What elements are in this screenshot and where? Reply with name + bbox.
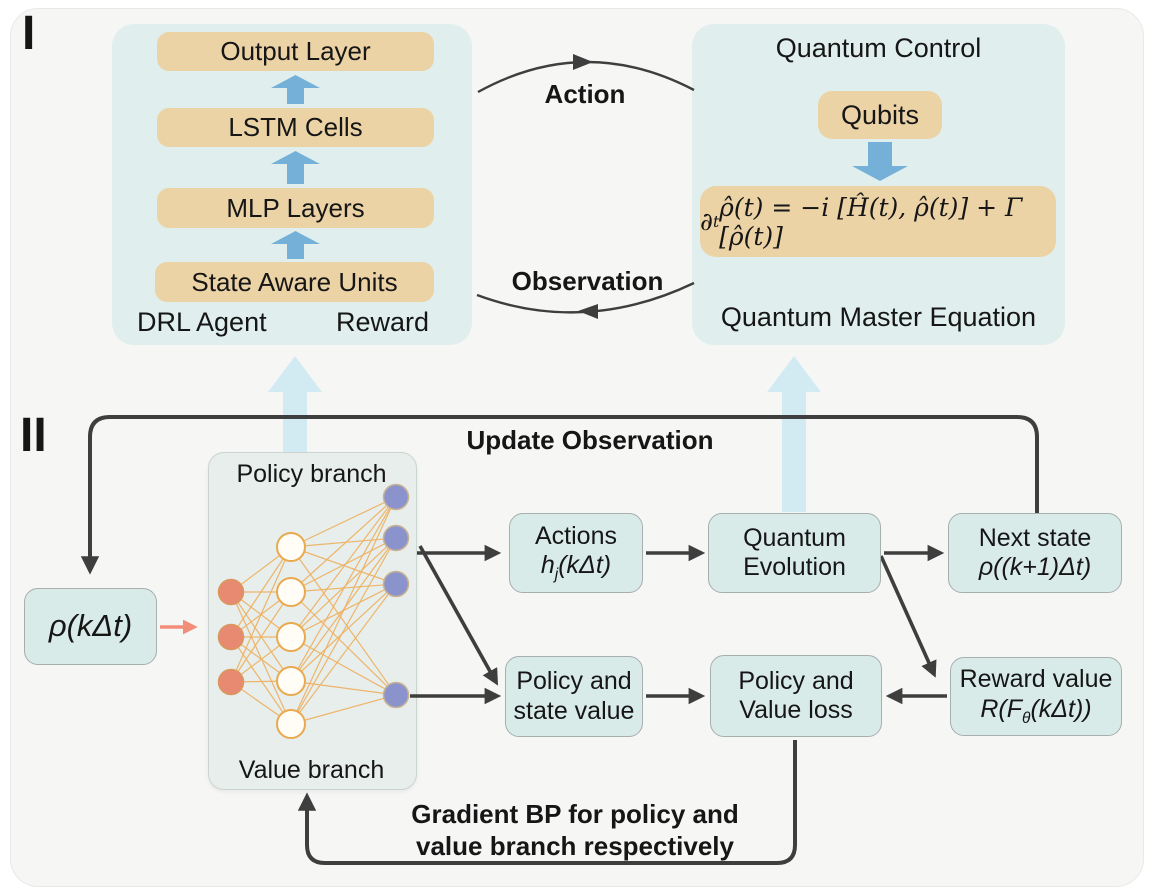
nn-edge [230,591,292,725]
observation-arrowhead [578,304,598,319]
quantum-master-equation-caption: Quantum Master Equation [720,302,1037,332]
panel-1-numeral: I [22,7,36,60]
nn-edge [230,636,292,725]
nn-edge [290,537,397,638]
nn-edge [290,680,397,696]
nn-edge [290,636,397,696]
nn-edge [290,496,397,638]
quantum-control-panel [692,24,1065,345]
policy-branch-label: Policy branch [236,460,387,488]
quantum-evolution-box: Quantum Evolution [708,513,881,593]
update-observation-label: Update Observation [466,425,714,455]
qubits-box: Qubits [818,91,942,139]
nn-hidden-node [276,666,306,696]
reward-caption: Reward [336,307,430,337]
nn-hidden-node [276,577,306,607]
nn-edge [290,537,397,548]
policy-value-loss-line2: Value loss [739,696,853,724]
nn-edge [290,496,397,548]
reward-value-formula: R(Fθ(kΔt)) [980,694,1092,727]
nn-hidden-node [276,709,306,739]
nn-edge [290,546,397,696]
nn-edge [290,591,397,696]
layer-box-state-aware: State Aware Units [155,262,434,302]
next-state-line1: Next state [978,523,1092,552]
reward-value-box: Reward value R(Fθ(kΔt)) [950,657,1122,736]
observation-label: Observation [511,266,664,296]
value-branch-label: Value branch [238,756,385,784]
layer-box-output: Output Layer [157,32,434,71]
nn-output-node [382,570,410,598]
nn-input-node [217,668,245,696]
policy-value-loss-box: Policy and Value loss [710,655,882,737]
nn-edge [290,496,397,593]
equation-pre: ∂ [700,207,713,236]
policy-value-loss-line1: Policy and [738,666,854,695]
nn-hidden-node [276,622,306,652]
actions-box-formula: hj(kΔt) [540,551,612,584]
nn-output-node [382,524,410,552]
nn-input-node [217,578,245,606]
quantum-evolution-line1: Quantum [743,523,846,552]
nn-edge [290,496,397,725]
network-panel [208,452,417,790]
nn-edge [290,537,397,725]
equation-sub: t [712,212,720,231]
nn-edge [290,496,397,682]
next-state-box: Next state ρ((k+1)Δt) [948,513,1122,593]
cyan-up-arrow-left [268,356,322,452]
nn-edge [230,546,292,638]
nn-output-node [382,681,410,709]
next-state-formula: ρ((k+1)Δt) [978,553,1092,581]
quantum-evolution-line2: Evolution [743,553,846,581]
reward-value-line1: Reward value [959,665,1113,694]
nn-edge [290,694,397,725]
layer-box-lstm: LSTM Cells [157,108,434,147]
nn-to-policyvalue-diagonal-arrow [418,545,499,686]
panel-2-numeral: II [20,409,47,462]
equation-post: ρ̂(t) = −i [Ĥ(t), ρ̂(t)] + Γ [ρ̂(t)] [719,192,1023,251]
action-arrowhead [573,54,593,70]
quantum-control-title: Quantum Control [775,33,982,63]
evolution-to-reward-diagonal-arrow [879,555,937,678]
nn-edge [290,537,397,593]
nn-input-node [217,623,245,651]
neural-network [217,483,410,739]
actions-box: Actions hj(kΔt) [509,513,643,593]
gradient-bp-label: Gradient BP for policy and value branch … [405,798,745,862]
gradient-bp-line [297,740,797,865]
policy-state-value-line2: state value [513,696,635,725]
qubits-down-arrow [852,142,908,181]
cyan-up-arrow-right [767,356,821,512]
nn-edge [230,546,292,683]
policy-state-value-line1: Policy and [516,667,632,696]
layer-up-arrow-1 [271,75,320,104]
actions-box-line1: Actions [535,521,617,550]
action-label: Action [544,79,626,109]
update-observation-line [80,415,1039,575]
nn-edge [290,583,397,725]
layer-box-mlp: MLP Layers [157,188,434,228]
gradient-bp-line2: value branch respectively [416,831,734,861]
policy-state-value-box: Policy and state value [505,656,643,737]
nn-hidden-node [276,532,306,562]
layer-up-arrow-2 [271,151,320,184]
gradient-bp-line1: Gradient BP for policy and [411,799,739,829]
nn-edge [230,591,292,683]
nn-edge [290,583,397,682]
state-box: ρ(kΔt) [24,588,157,665]
nn-output-node [382,483,410,511]
layer-up-arrow-3 [271,231,320,259]
drl-agent-caption: DRL Agent [137,307,267,337]
